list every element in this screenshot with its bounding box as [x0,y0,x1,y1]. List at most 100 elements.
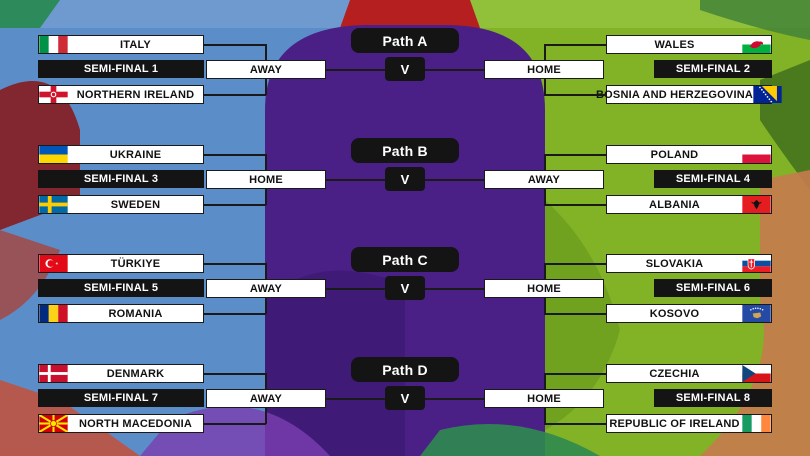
connector-line [204,313,266,315]
left-team-bottom: ROMANIA [38,304,204,323]
path-label: Path B [351,138,459,163]
connector-line [204,44,266,46]
team-name: DENMARK [106,367,165,380]
connector-line [544,298,546,314]
connector-line [544,423,606,425]
semi-final-label: SEMI-FINAL 6 [654,279,772,297]
versus-label: V [385,167,425,191]
left-team-top: ITALY [38,35,204,54]
connector-line [204,263,266,265]
left-team-bottom: SWEDEN [38,195,204,214]
venue-label: HOME [484,60,604,79]
semi-final-label: SEMI-FINAL 7 [38,389,204,407]
right-team-top: SLOVAKIA [606,254,772,273]
connector-line [326,179,385,181]
romania-flag-icon [39,305,68,322]
venue-label: HOME [484,389,604,408]
connector-line [204,423,266,425]
versus-label: V [385,386,425,410]
ireland-flag-icon [742,415,771,432]
right-team-bottom: REPUBLIC OF IRELAND [606,414,772,433]
team-name: CZECHIA [649,367,700,380]
team-name: NORTHERN IRELAND [76,88,195,101]
kosovo-flag-icon [742,305,771,322]
north-macedonia-flag-icon [39,415,68,432]
czechia-flag-icon [742,365,771,382]
albania-flag-icon [742,196,771,213]
right-team-bottom: BOSNIA AND HERZEGOVINA [596,85,782,104]
italy-flag-icon [39,36,68,53]
connector-line [544,44,606,46]
venue-label: AWAY [484,170,604,189]
connector-line [544,263,546,279]
left-team-top: TÜRKIYE [38,254,204,273]
semi-final-label: SEMI-FINAL 4 [654,170,772,188]
northern-ireland-flag-icon [39,86,68,103]
team-name: REPUBLIC OF IRELAND [609,417,740,430]
venue-label: AWAY [206,279,326,298]
connector-line [544,94,606,96]
connector-line [326,288,385,290]
bosnia-flag-icon [753,86,782,103]
connector-line [544,204,606,206]
wales-flag-icon [742,36,771,53]
right-team-top: CZECHIA [606,364,772,383]
connector-line [265,154,267,170]
team-name: TÜRKIYE [110,257,161,270]
connector-line [544,154,606,156]
right-team-bottom: KOSOVO [606,304,772,323]
team-name: KOSOVO [649,307,700,320]
team-name: ALBANIA [649,198,700,211]
versus-label: V [385,276,425,300]
connector-line [544,408,546,424]
team-name: ROMANIA [108,307,163,320]
connector-line [544,79,546,95]
connector-line [265,44,267,60]
slovakia-flag-icon [742,255,771,272]
connector-line [544,189,546,205]
team-name: BOSNIA AND HERZEGOVINA [596,88,753,101]
path-label: Path A [351,28,459,53]
connector-line [265,373,267,389]
connector-line [265,408,267,424]
team-name: SWEDEN [110,198,161,211]
connector-line [265,298,267,314]
connector-line [204,373,266,375]
venue-label: HOME [484,279,604,298]
connector-line [544,373,606,375]
team-name: POLAND [650,148,699,161]
left-team-bottom: NORTH MACEDONIA [38,414,204,433]
team-name: NORTH MACEDONIA [79,417,192,430]
connector-line [544,373,546,389]
connector-line [425,398,484,400]
versus-label: V [385,57,425,81]
connector-line [544,44,546,60]
semi-final-label: SEMI-FINAL 8 [654,389,772,407]
venue-label: AWAY [206,389,326,408]
poland-flag-icon [742,146,771,163]
team-name: WALES [654,38,695,51]
right-team-top: POLAND [606,145,772,164]
connector-line [544,263,606,265]
denmark-flag-icon [39,365,68,382]
connector-line [425,179,484,181]
semi-final-label: SEMI-FINAL 2 [654,60,772,78]
semi-final-label: SEMI-FINAL 1 [38,60,204,78]
connector-line [204,154,266,156]
connector-line [265,79,267,95]
right-team-top: WALES [606,35,772,54]
right-team-bottom: ALBANIA [606,195,772,214]
connector-line [544,154,546,170]
left-team-bottom: NORTHERN IRELAND [38,85,204,104]
sweden-flag-icon [39,196,68,213]
connector-line [544,313,606,315]
connector-line [204,204,266,206]
connector-line [425,69,484,71]
semi-final-label: SEMI-FINAL 5 [38,279,204,297]
connector-line [204,94,266,96]
team-name: SLOVAKIA [645,257,704,270]
left-team-top: UKRAINE [38,145,204,164]
semi-final-label: SEMI-FINAL 3 [38,170,204,188]
team-name: ITALY [120,38,151,51]
ukraine-flag-icon [39,146,68,163]
